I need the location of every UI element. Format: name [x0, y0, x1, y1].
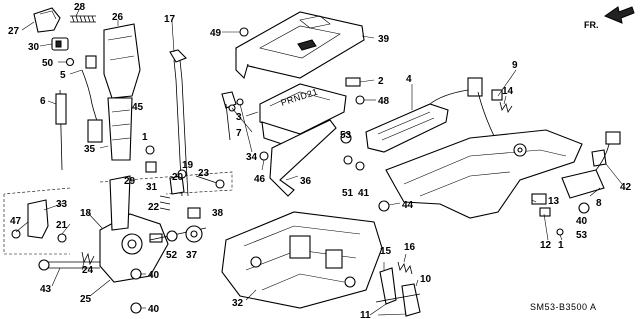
callout-24: 24	[82, 265, 94, 276]
callout-53a: 53	[340, 130, 352, 141]
callout-12: 12	[540, 240, 552, 251]
callout-53b: 53	[576, 230, 588, 241]
callout-51: 51	[342, 188, 354, 199]
callout-43: 43	[40, 284, 52, 295]
callout-8: 8	[596, 198, 602, 209]
document-code: SM53-B3500 A	[530, 302, 597, 312]
front-direction-arrow: FR.	[584, 6, 635, 30]
callout-25: 25	[80, 294, 92, 305]
callout-35: 35	[84, 144, 96, 155]
callout-40b: 40	[148, 304, 160, 315]
callout-1a: 1	[142, 132, 148, 143]
front-direction-label: FR.	[584, 20, 599, 30]
callout-15: 15	[380, 246, 392, 257]
lower-console-bracket	[221, 211, 421, 317]
assembly-dashed-outline	[3, 171, 233, 255]
callout-7: 7	[236, 128, 242, 139]
callout-13: 13	[548, 196, 560, 207]
callout-45: 45	[132, 102, 144, 113]
callout-37: 37	[186, 250, 198, 261]
callout-3a: 3	[236, 112, 242, 123]
callout-labels: 27 28 26 30 50 5 6 35 45 17 1 29 31 19 2…	[8, 2, 632, 319]
callout-27: 27	[8, 26, 20, 37]
callout-26: 26	[112, 12, 124, 23]
callout-48: 48	[378, 96, 390, 107]
callout-2: 2	[378, 76, 384, 87]
callout-40a: 40	[148, 270, 160, 281]
callout-41: 41	[358, 188, 370, 199]
callout-49: 49	[210, 28, 222, 39]
callout-5: 5	[60, 70, 66, 81]
callout-22: 22	[148, 202, 160, 213]
shift-lever-assembly	[11, 21, 225, 314]
callout-38: 38	[212, 208, 224, 219]
callout-21: 21	[56, 220, 68, 231]
callout-18: 18	[80, 208, 92, 219]
shift-lever-bracket-assembly	[340, 69, 623, 241]
callout-32: 32	[232, 298, 244, 309]
callout-30: 30	[28, 42, 40, 53]
callout-28: 28	[74, 2, 86, 13]
callout-9: 9	[512, 60, 518, 71]
callout-42: 42	[620, 182, 632, 193]
callout-4: 4	[406, 74, 412, 85]
callout-29: 29	[124, 176, 136, 187]
callout-11: 11	[360, 310, 371, 319]
callout-23: 23	[198, 168, 210, 179]
callout-1b: 1	[558, 240, 564, 251]
console-panel-assembly: PRND21	[221, 11, 376, 197]
callout-47: 47	[10, 216, 22, 227]
callout-46: 46	[254, 174, 266, 185]
callout-44: 44	[402, 200, 414, 211]
callout-33: 33	[56, 199, 68, 210]
callout-52: 52	[166, 250, 178, 261]
callout-6: 6	[40, 96, 46, 107]
callout-31: 31	[146, 182, 158, 193]
callout-19: 19	[182, 160, 194, 171]
callout-34: 34	[246, 152, 258, 163]
callout-17: 17	[164, 14, 176, 25]
shift-knob-assembly	[21, 7, 141, 171]
callout-50: 50	[42, 58, 54, 69]
callout-10: 10	[420, 274, 432, 285]
callout-39: 39	[378, 34, 390, 45]
callout-16: 16	[404, 242, 416, 253]
callout-20: 20	[172, 172, 184, 183]
callout-14: 14	[502, 86, 514, 97]
callout-36: 36	[300, 176, 312, 187]
callout-40c: 40	[576, 216, 588, 227]
